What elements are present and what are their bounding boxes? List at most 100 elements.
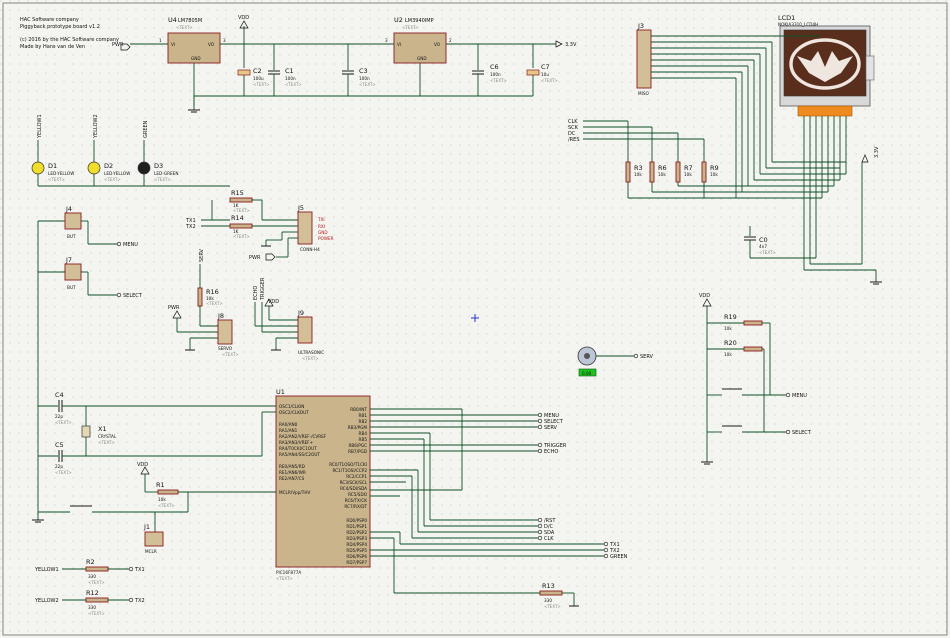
d1-text: <TEXT> — [48, 177, 65, 182]
r12-val: 330 — [88, 605, 96, 610]
r7-resistor[interactable] — [675, 161, 681, 183]
mcu-sda-net: SDA — [544, 530, 555, 536]
r12-resistor[interactable] — [85, 597, 109, 603]
c3-ref: C3 — [359, 67, 368, 75]
r19-resistor[interactable] — [743, 320, 763, 326]
mcu-left-pin: RE0/AN5/RD — [279, 464, 305, 469]
x1-text: <TEXT> — [98, 440, 115, 445]
mcu-right-pin: RB0/INT — [350, 407, 367, 412]
r2-text: <TEXT> — [88, 580, 105, 585]
u2-regulator[interactable] — [393, 32, 447, 64]
j9-ref: J9 — [297, 309, 304, 317]
r15-text: <TEXT> — [233, 208, 250, 213]
led-d2-icon[interactable] — [87, 161, 101, 175]
r12-tx2-net: TX2 — [134, 598, 145, 604]
c2-ref: C2 — [253, 67, 262, 75]
d2-label: LED-YELLOW — [104, 171, 130, 176]
c0-val: 4n7 — [759, 244, 767, 249]
pwr-servo-label: PWR — [168, 305, 180, 311]
j7-connector[interactable] — [64, 263, 82, 281]
mcu-right-pin: RD4/PSP4 — [346, 542, 367, 547]
j4-part: BUT — [67, 234, 76, 239]
mcu-left-pin: RA1/AN1 — [279, 428, 298, 433]
j7-part: BUT — [67, 285, 76, 290]
j5-connector[interactable] — [297, 211, 313, 245]
mcu-right-pin: RB3/PGM — [348, 425, 368, 430]
mcu-serv-net: SERV — [544, 425, 558, 431]
r9-resistor[interactable] — [701, 161, 707, 183]
r13-ref: R13 — [542, 582, 555, 590]
clk-left: CLK — [568, 119, 578, 125]
u4-regulator[interactable] — [167, 32, 221, 64]
select-right-net: SELECT — [792, 430, 812, 436]
c0-ref: C0 — [759, 236, 768, 244]
mcu-right-pin: RC6/TX/CK — [345, 498, 367, 503]
r1-ref: R1 — [156, 481, 165, 489]
led-d1-icon[interactable] — [31, 161, 45, 175]
crystal-mclr-section: C4 22p <TEXT> C5 22p <TEXT> X1 CRYSTAL <… — [32, 391, 276, 554]
j8-connector[interactable] — [217, 319, 233, 345]
r19-val: 10k — [724, 326, 732, 331]
r6-val: 10k — [658, 172, 666, 177]
lcd-logo-emblem — [797, 51, 853, 82]
c7-ref: C7 — [541, 63, 550, 71]
d1-ref: D1 — [48, 162, 57, 170]
j9-connector[interactable] — [297, 316, 313, 344]
r19-ref: R19 — [724, 313, 737, 321]
r14-text: <TEXT> — [233, 234, 250, 239]
j4-connector[interactable] — [64, 212, 82, 230]
c5-val: 22p — [55, 464, 63, 469]
r13-resistor[interactable] — [539, 590, 563, 596]
led-d3-icon[interactable] — [137, 161, 151, 175]
c3-text: <TEXT> — [359, 82, 376, 87]
c0-text: <TEXT> — [759, 250, 776, 255]
r12-ref: R12 — [86, 589, 99, 597]
title-block: HAC Software company Piggyback prototype… — [20, 17, 119, 50]
vdd-j9-label: VDD — [268, 299, 279, 305]
r15-resistor[interactable] — [229, 197, 253, 203]
mcu-clk-net: CLK — [544, 536, 554, 542]
j3-connector[interactable] — [636, 29, 652, 89]
r2-resistor[interactable] — [85, 566, 109, 572]
mcu-right-pin: RC2/CCP1 — [346, 474, 367, 479]
mcu-left-pin: RA5/AN4/SS/C2OUT — [279, 452, 320, 457]
j5-ref: J5 — [297, 204, 304, 212]
r14-resistor[interactable] — [229, 223, 253, 229]
echo-vertical: ECHO — [253, 286, 259, 300]
mcu-right-pin: RB2 — [359, 419, 368, 424]
c7-capacitor[interactable] — [526, 69, 540, 76]
r14-ref: R14 — [231, 214, 244, 222]
r3-resistor[interactable] — [625, 161, 631, 183]
pwr-j5-icon — [265, 253, 276, 261]
right-control-section: 0.00 SERV VDD R19 10k R20 10k MENU SELEC… — [577, 293, 812, 465]
j4-ref: J4 — [65, 205, 72, 213]
r16-resistor[interactable] — [197, 287, 203, 307]
v33-lcd-label: 3.3V — [874, 146, 880, 158]
c7-text: <TEXT> — [541, 78, 558, 83]
c4-ref: C4 — [55, 391, 64, 399]
u1-mcu[interactable] — [275, 395, 371, 568]
led3-net: GREEN — [143, 120, 149, 138]
r14-val: 1K — [233, 229, 239, 234]
r13-text: <TEXT> — [544, 604, 561, 609]
lcd-pin-header — [797, 105, 853, 117]
c2-capacitor[interactable] — [237, 69, 251, 76]
r1-resistor[interactable] — [157, 489, 179, 495]
sck-left: SCK — [568, 125, 579, 131]
mcu-right-pin: RB1 — [359, 413, 368, 418]
u2-pin-in: 3 — [385, 38, 388, 43]
r12-text: <TEXT> — [88, 611, 105, 616]
mcu-left-pin: RE1/AN6/WR — [279, 470, 306, 475]
led-section: YELLOW1 YELLOW2 GREEN D1 LED-YELLOW <TEX… — [31, 114, 230, 187]
c6-text: <TEXT> — [490, 78, 507, 83]
mcu-right-pin: RC1/T1OSI/CCP2 — [332, 468, 367, 473]
motor-tag-text: 0.00 — [582, 371, 592, 376]
mcu-right-pin: RD5/PSP5 — [346, 548, 367, 553]
crystal-x1[interactable] — [81, 425, 91, 438]
led1-net: YELLOW1 — [37, 114, 43, 139]
mcu-right-pin: RC3/SCK/SCL — [340, 480, 368, 485]
r20-resistor[interactable] — [743, 346, 763, 352]
j1-connector[interactable] — [144, 531, 164, 547]
r6-resistor[interactable] — [649, 161, 655, 183]
